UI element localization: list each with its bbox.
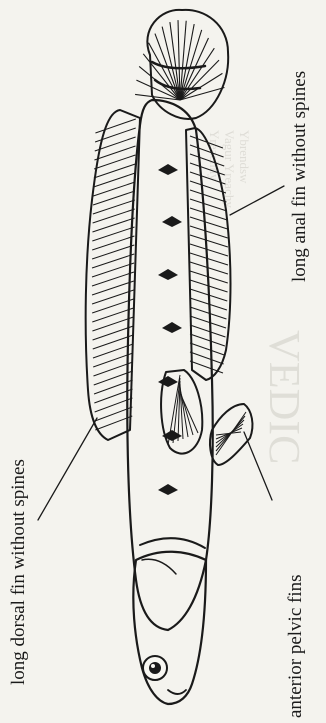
pelvic-fin	[210, 404, 252, 465]
body-blotch	[158, 484, 178, 495]
dorsal-ray	[92, 281, 134, 295]
dorsal-ray	[93, 209, 135, 223]
dorsal-ray	[92, 254, 134, 268]
svg-text:VEDIC: VEDIC	[260, 330, 309, 464]
anal-ray	[190, 235, 228, 247]
anal-ray	[190, 316, 226, 328]
pelvic-fin-label: anterior pelvic fins	[285, 574, 306, 718]
dorsal-ray	[92, 227, 134, 241]
dorsal-ray	[92, 299, 133, 313]
anal-ray	[190, 226, 228, 238]
body-blotch	[158, 164, 178, 175]
dorsal-ray	[92, 272, 134, 286]
anal-ray	[190, 244, 228, 256]
pointer-lines	[38, 186, 284, 520]
dorsal-ray	[95, 119, 135, 133]
dorsal-ray	[92, 218, 134, 232]
dorsal-pointer	[38, 418, 97, 520]
dorsal-ray	[93, 191, 135, 205]
dorsal-ray	[93, 200, 135, 214]
body-blotch	[162, 322, 182, 333]
dorsal-fin	[86, 110, 140, 440]
dorsal-ray	[92, 308, 133, 322]
dorsal-ray	[94, 164, 135, 178]
dorsal-ray	[92, 290, 134, 304]
body-blotch	[158, 376, 178, 387]
dorsal-ray	[94, 155, 135, 169]
anal-ray	[190, 307, 226, 319]
anal-ray	[190, 325, 225, 337]
anal-ray	[190, 334, 225, 346]
dorsal-ray	[93, 182, 135, 196]
body-blotch	[162, 216, 182, 227]
anal-ray	[190, 352, 224, 364]
dorsal-ray	[95, 128, 136, 142]
tail-ray	[149, 43, 180, 100]
dorsal-ray	[94, 173, 136, 187]
dorsal-ray	[92, 263, 134, 277]
svg-text:Ybrendsw: Ybrendsw	[237, 130, 252, 184]
anal-pointer	[230, 186, 284, 215]
dorsal-ray	[92, 245, 134, 259]
dorsal-ray	[92, 236, 134, 250]
anal-ray	[190, 343, 224, 355]
body-blotch	[158, 269, 178, 280]
eye	[143, 656, 167, 680]
anal-ray	[190, 253, 228, 265]
anal-fin-label: long anal fin without spines	[289, 71, 310, 282]
dorsal-fin-label: long dorsal fin without spines	[8, 459, 29, 685]
